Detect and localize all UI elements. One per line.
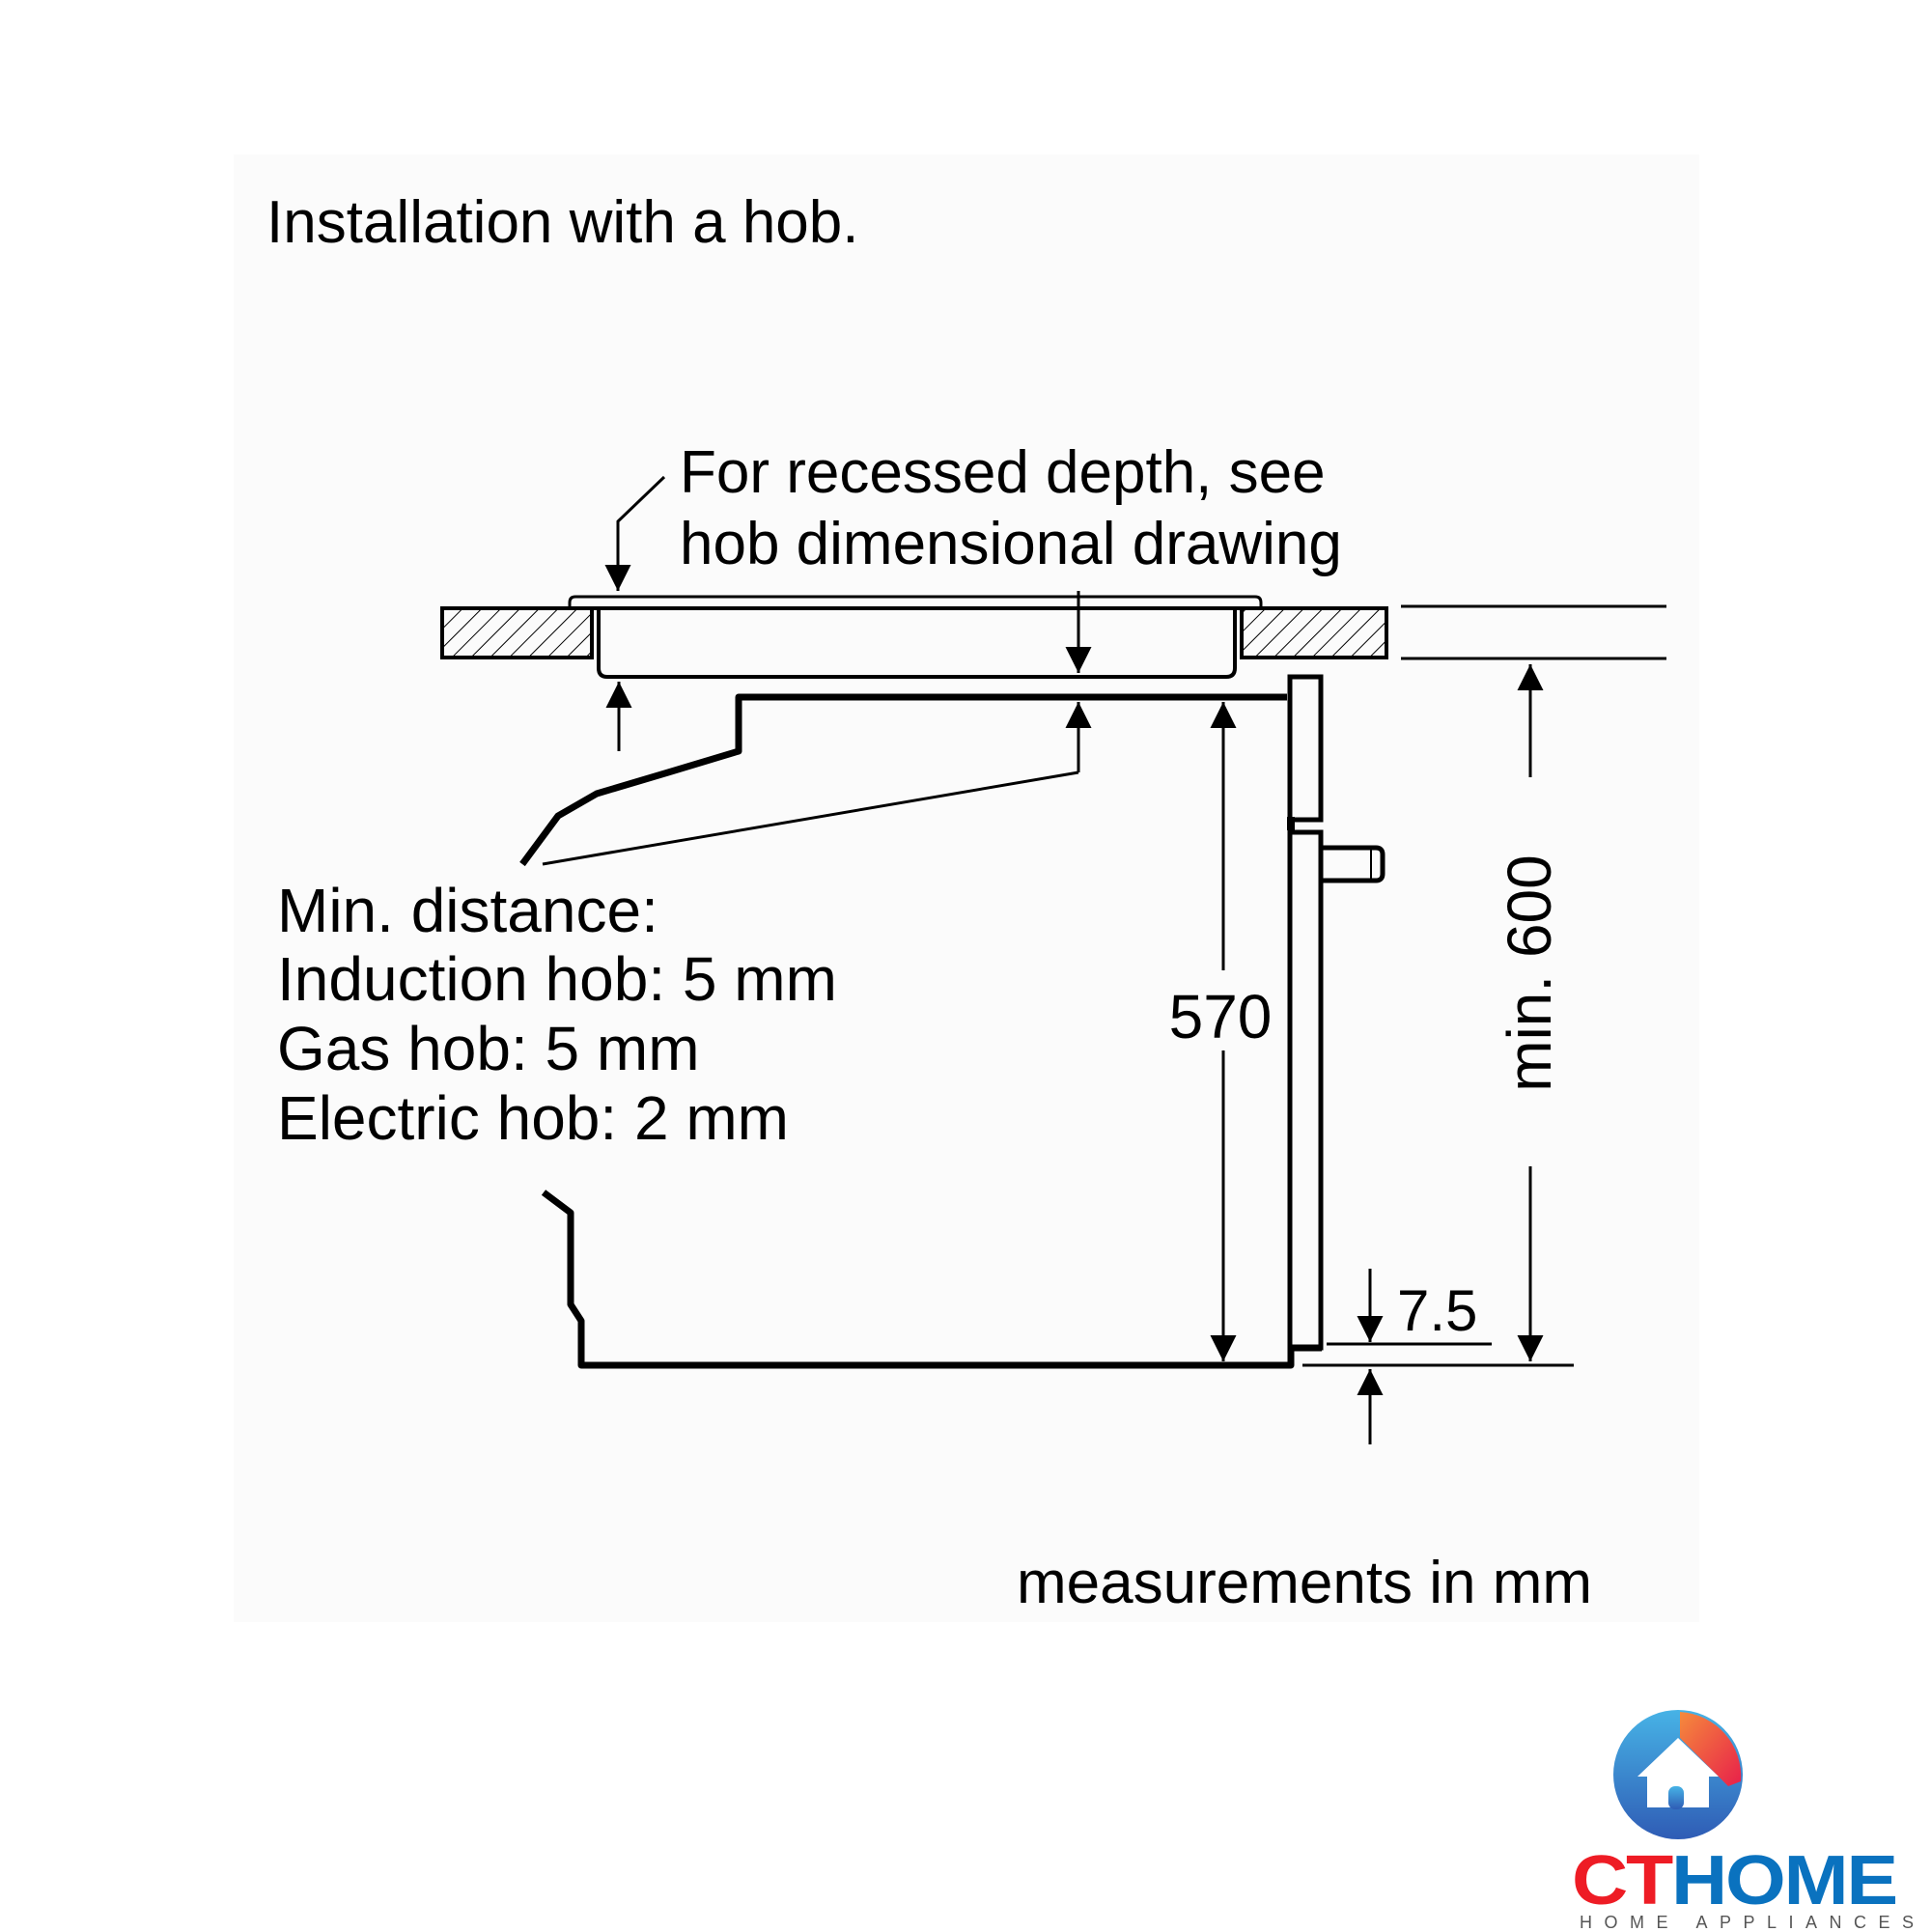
dimension-min-600: min. 600 — [1495, 664, 1564, 1361]
min-distance-gas: Gas hob: 5 mm — [277, 1014, 700, 1083]
dimension-7-5-label: 7.5 — [1397, 1278, 1477, 1343]
dimension-7-5: 7.5 — [1302, 1269, 1574, 1444]
hob — [568, 595, 1263, 679]
units-note: measurements in mm — [1017, 1550, 1592, 1616]
oven-body — [519, 693, 1322, 1369]
recess-leader-arrow — [604, 475, 666, 591]
recess-callout-line1: For recessed depth, see — [680, 439, 1326, 506]
worktop — [440, 604, 1666, 660]
dimension-570: 570 — [1169, 702, 1273, 1361]
recess-callout-line2: hob dimensional drawing — [680, 511, 1342, 577]
drawing-panel — [234, 154, 1699, 1622]
min-distance-leader — [542, 770, 1079, 866]
logo-tagline: HOME APPLIANCES — [1580, 1913, 1926, 1932]
house-globe-icon — [1613, 1710, 1743, 1839]
diagram-title: Installation with a hob. — [266, 189, 859, 256]
logo-wordmark: CTHOME — [1572, 1842, 1898, 1919]
oven-door — [1287, 674, 1385, 1351]
dimension-min-600-label: min. 600 — [1495, 854, 1564, 1091]
door-handle — [1321, 845, 1385, 883]
min-distance-electric: Electric hob: 2 mm — [277, 1083, 789, 1153]
cthome-logo: CTHOME HOME APPLIANCES — [1564, 1709, 1931, 1931]
min-distance-induction: Induction hob: 5 mm — [277, 944, 837, 1014]
dimension-570-label: 570 — [1169, 982, 1273, 1051]
min-distance-heading: Min. distance: — [277, 876, 658, 945]
